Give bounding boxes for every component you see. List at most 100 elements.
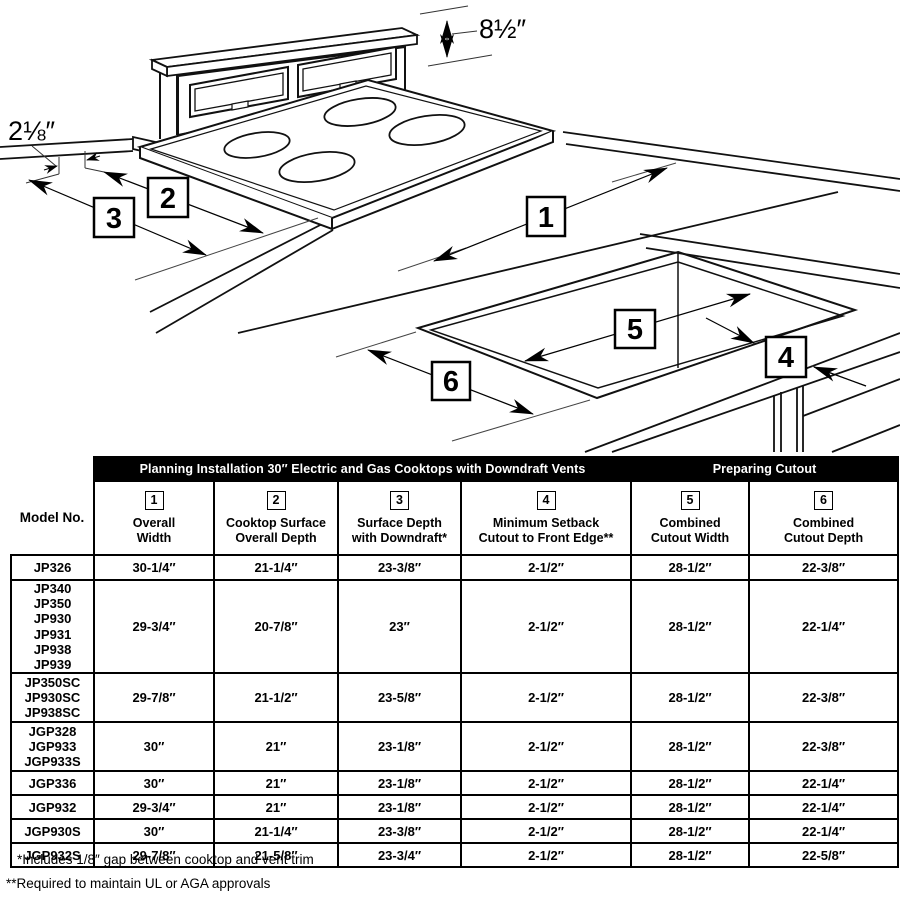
value-cell: 23″ bbox=[337, 578, 462, 675]
column-number-badge: 3 bbox=[390, 491, 409, 511]
spec-table: Planning Installation 30″ Electric and G… bbox=[10, 456, 900, 869]
value-cell: 22-3/8″ bbox=[748, 721, 900, 773]
dimension-label-height: 8½″ bbox=[479, 14, 527, 44]
value-cell: 30″ bbox=[93, 721, 215, 773]
value-cell: 22-3/8″ bbox=[748, 672, 900, 724]
value-cell: 30″ bbox=[93, 818, 215, 845]
table-band-row: Planning Installation 30″ Electric and G… bbox=[11, 456, 900, 482]
value-cell: 28-1/2″ bbox=[630, 770, 751, 797]
table-row: JP340 JP350 JP930 JP931 JP938 JP939 29-3… bbox=[10, 578, 900, 675]
svg-text:4: 4 bbox=[778, 342, 794, 374]
value-cell: 21″ bbox=[213, 770, 339, 797]
value-cell: 22-3/8″ bbox=[748, 554, 900, 581]
value-cell: 2-1/2″ bbox=[459, 770, 633, 797]
countertop-edges-upper bbox=[0, 131, 900, 334]
svg-text:1: 1 bbox=[538, 202, 554, 234]
value-cell: 29-7/8″ bbox=[93, 672, 215, 724]
value-cell: 2-1/2″ bbox=[459, 554, 633, 581]
footnote-gap: *Includes 1/8″ gap between cooktop and v… bbox=[17, 852, 314, 867]
model-cell: JP350SC JP930SC JP938SC bbox=[10, 672, 95, 724]
callout-box-3: 3 bbox=[92, 196, 136, 239]
value-cell: 22-1/4″ bbox=[748, 578, 900, 675]
value-cell: 21-1/2″ bbox=[213, 672, 339, 724]
value-cell: 28-1/2″ bbox=[630, 721, 751, 773]
burner bbox=[388, 114, 466, 146]
column-label: Cooktop Surface Overall Depth bbox=[225, 516, 326, 545]
callout-box-6: 6 bbox=[430, 360, 472, 402]
value-cell: 28-1/2″ bbox=[630, 842, 751, 869]
value-cell: 2-1/2″ bbox=[459, 794, 633, 821]
column-number-badge: 4 bbox=[536, 491, 556, 511]
value-cell: 21″ bbox=[213, 794, 339, 821]
column-number-badge: 6 bbox=[814, 491, 834, 511]
model-cell: JGP932S bbox=[10, 842, 95, 869]
vent-handle-left bbox=[231, 100, 249, 111]
installation-diagram: 8½″ 2⅛″ bbox=[0, 5, 900, 453]
table-row: JGP932S 29-7/8″ 21-5/8″ 23-3/4″ 2-1/2″ 2… bbox=[10, 842, 900, 869]
column-label: Combined Cutout Depth bbox=[783, 516, 864, 545]
svg-text:3: 3 bbox=[106, 203, 122, 235]
dimension-arrow-4b bbox=[813, 366, 867, 387]
value-cell: 28-1/2″ bbox=[630, 818, 751, 845]
value-cell: 20-7/8″ bbox=[213, 578, 339, 675]
value-cell: 2-1/2″ bbox=[459, 818, 633, 845]
column-number-badge: 1 bbox=[144, 491, 164, 511]
value-cell: 30″ bbox=[93, 770, 215, 797]
column-number-badge: 2 bbox=[266, 491, 286, 511]
dimension-arrow-4a bbox=[705, 317, 755, 344]
column-label: Overall Width bbox=[132, 516, 176, 545]
column-label: Surface Depth with Downdraft* bbox=[351, 516, 448, 545]
cooktop-downdraft-diagram: 8½″ 2⅛″ bbox=[0, 5, 900, 453]
column-header-1: 1 Overall Width bbox=[93, 480, 215, 556]
value-cell: 21-1/4″ bbox=[213, 818, 339, 845]
callout-boxes: 1 2 3 4 5 6 bbox=[92, 176, 808, 402]
value-cell: 2-1/2″ bbox=[459, 842, 633, 869]
table-row: JP326 30-1/4″ 21-1/4″ 23-3/8″ 2-1/2″ 28-… bbox=[10, 554, 900, 581]
column-label: Minimum Setback Cutout to Front Edge** bbox=[478, 516, 614, 545]
column-header-6: 6 Combined Cutout Depth bbox=[748, 480, 900, 556]
cutout-opening-outer bbox=[414, 250, 859, 400]
value-cell: 22-1/4″ bbox=[748, 794, 900, 821]
value-cell: 21-5/8″ bbox=[213, 842, 339, 869]
callout-box-1: 1 bbox=[525, 195, 567, 238]
table-row: JGP932 29-3/4″ 21″ 23-1/8″ 2-1/2″ 28-1/2… bbox=[10, 794, 900, 821]
model-cell: JGP932 bbox=[10, 794, 95, 821]
value-cell: 2-1/2″ bbox=[459, 578, 633, 675]
band-planning: Planning Installation 30″ Electric and G… bbox=[92, 456, 633, 482]
column-number-badge: 5 bbox=[680, 491, 700, 511]
countertop-edges-lower bbox=[237, 191, 900, 453]
model-cell: JP340 JP350 JP930 JP931 JP938 JP939 bbox=[10, 578, 95, 675]
value-cell: 2-1/2″ bbox=[459, 672, 633, 724]
burner bbox=[223, 131, 291, 159]
value-cell: 23-1/8″ bbox=[337, 794, 462, 821]
value-cell: 29-3/4″ bbox=[93, 794, 215, 821]
callout-box-2: 2 bbox=[146, 176, 190, 219]
burner bbox=[323, 97, 397, 127]
value-cell: 30-1/4″ bbox=[93, 554, 215, 581]
callout-box-4: 4 bbox=[764, 335, 808, 379]
callout-box-5: 5 bbox=[613, 308, 657, 350]
dimension-label-gap: 2⅛″ bbox=[8, 116, 56, 146]
value-cell: 22-5/8″ bbox=[748, 842, 900, 869]
cabinet-front bbox=[773, 378, 900, 453]
table-row: JP350SC JP930SC JP938SC 29-7/8″ 21-1/2″ … bbox=[10, 672, 900, 724]
model-no-header: Model No. bbox=[11, 481, 95, 556]
svg-text:5: 5 bbox=[627, 314, 643, 346]
column-header-2: 2 Cooktop Surface Overall Depth bbox=[213, 480, 339, 556]
model-cell: JP326 bbox=[10, 554, 95, 581]
burner bbox=[278, 151, 356, 183]
value-cell: 21″ bbox=[213, 721, 339, 773]
table-header-row: Model No. 1 Overall Width 2 Cooktop Surf… bbox=[11, 480, 900, 556]
dimension-gap: 2⅛″ bbox=[8, 116, 105, 184]
column-header-5: 5 Combined Cutout Width bbox=[630, 480, 751, 556]
value-cell: 23-3/8″ bbox=[337, 554, 462, 581]
value-cell: 22-1/4″ bbox=[748, 818, 900, 845]
column-header-3: 3 Surface Depth with Downdraft* bbox=[337, 480, 462, 556]
svg-text:6: 6 bbox=[443, 366, 459, 398]
value-cell: 23-3/4″ bbox=[337, 842, 462, 869]
footnote-approvals: **Required to maintain UL or AGA approva… bbox=[6, 876, 271, 891]
value-cell: 2-1/2″ bbox=[459, 721, 633, 773]
model-cell: JGP336 bbox=[10, 770, 95, 797]
table-row: JGP336 30″ 21″ 23-1/8″ 2-1/2″ 28-1/2″ 22… bbox=[10, 770, 900, 797]
value-cell: 23-5/8″ bbox=[337, 672, 462, 724]
